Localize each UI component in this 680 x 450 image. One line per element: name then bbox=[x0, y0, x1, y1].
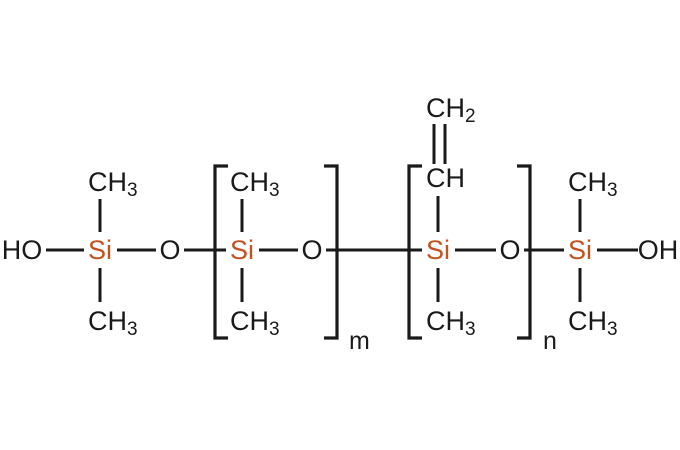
atom-oh-terminal-right: OH bbox=[638, 235, 679, 265]
repeat-count-label-m: m bbox=[349, 327, 370, 355]
repeat-count-label-n: n bbox=[543, 327, 557, 355]
bracket-n-left bbox=[407, 164, 422, 340]
atom-ch3-si3-bottom: CH3 bbox=[426, 306, 476, 340]
atom-ch3-si2-top: CH3 bbox=[230, 167, 280, 201]
bracket-n-right bbox=[517, 164, 532, 340]
atom-o-3: O bbox=[499, 235, 520, 265]
atom-ch-vinyl: CH bbox=[426, 163, 465, 193]
bracket-m-left bbox=[213, 164, 228, 340]
atom-si-4: Si bbox=[568, 235, 592, 265]
atom-ch3-si1-top: CH3 bbox=[88, 167, 138, 201]
atom-ch3-si2-bottom: CH3 bbox=[230, 306, 280, 340]
atom-ch3-si4-bottom: CH3 bbox=[568, 306, 618, 340]
atom-si-1: Si bbox=[88, 235, 112, 265]
atom-o-2: O bbox=[301, 235, 322, 265]
atom-si-2: Si bbox=[230, 235, 254, 265]
atom-si-3: Si bbox=[426, 235, 450, 265]
atom-ch2-vinyl: CH2 bbox=[426, 93, 476, 127]
bracket-m-right bbox=[324, 164, 339, 340]
atom-ch3-si4-top: CH3 bbox=[568, 167, 618, 201]
atom-o-1: O bbox=[159, 235, 180, 265]
atom-ch3-si1-bottom: CH3 bbox=[88, 306, 138, 340]
atom-ho-terminal-left: HO bbox=[2, 235, 43, 265]
